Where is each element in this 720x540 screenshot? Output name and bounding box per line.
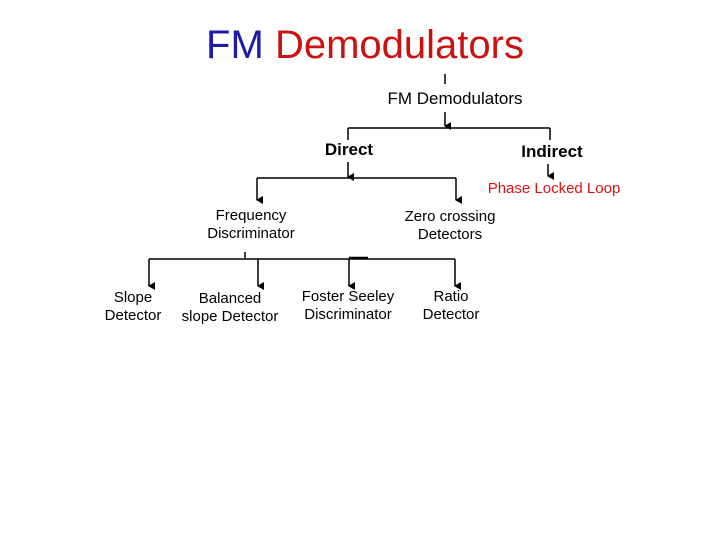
node-phase-locked-loop: Phase Locked Loop: [474, 180, 634, 198]
node-indirect: Indirect: [508, 143, 596, 161]
node-foster-line1: Foster Seeley: [301, 288, 395, 305]
node-direct-label: Direct: [324, 140, 374, 159]
node-zero-cross-line1: Zero crossing: [404, 208, 496, 225]
node-slope-line2: Detector: [104, 307, 162, 324]
node-pll-label: Phase Locked Loop: [487, 180, 621, 197]
node-slope-line1: Slope: [113, 289, 153, 306]
node-ratio-line2: Detector: [422, 306, 480, 323]
node-foster-seeley-discriminator: Foster Seeley Discriminator: [290, 288, 406, 324]
slide-title-demodulators: Demodulators: [274, 23, 524, 67]
node-balanced-line1: Balanced: [198, 290, 262, 307]
slide-title-fm: FM: [206, 23, 264, 67]
node-balanced-line2: slope Detector: [181, 308, 279, 325]
slide-title: FM Demodulators: [0, 18, 720, 72]
node-frequency-discriminator: Frequency Discriminator: [190, 207, 312, 243]
node-zero-crossing-detectors: Zero crossing Detectors: [388, 208, 512, 244]
node-freq-disc-line1: Frequency: [215, 207, 287, 224]
node-ratio-line1: Ratio: [433, 288, 469, 305]
node-freq-disc-line2: Discriminator: [207, 225, 295, 242]
node-indirect-label: Indirect: [521, 142, 583, 161]
node-balanced-slope-detector: Balanced slope Detector: [172, 290, 288, 326]
node-fm-demodulators-label: FM Demodulators: [387, 89, 523, 108]
node-direct: Direct: [310, 141, 388, 159]
node-slope-detector: Slope Detector: [97, 289, 169, 325]
node-foster-line2: Discriminator: [304, 306, 392, 323]
node-zero-cross-line2: Detectors: [417, 226, 483, 243]
node-fm-demodulators: FM Demodulators: [365, 90, 545, 108]
node-ratio-detector: Ratio Detector: [412, 288, 490, 324]
